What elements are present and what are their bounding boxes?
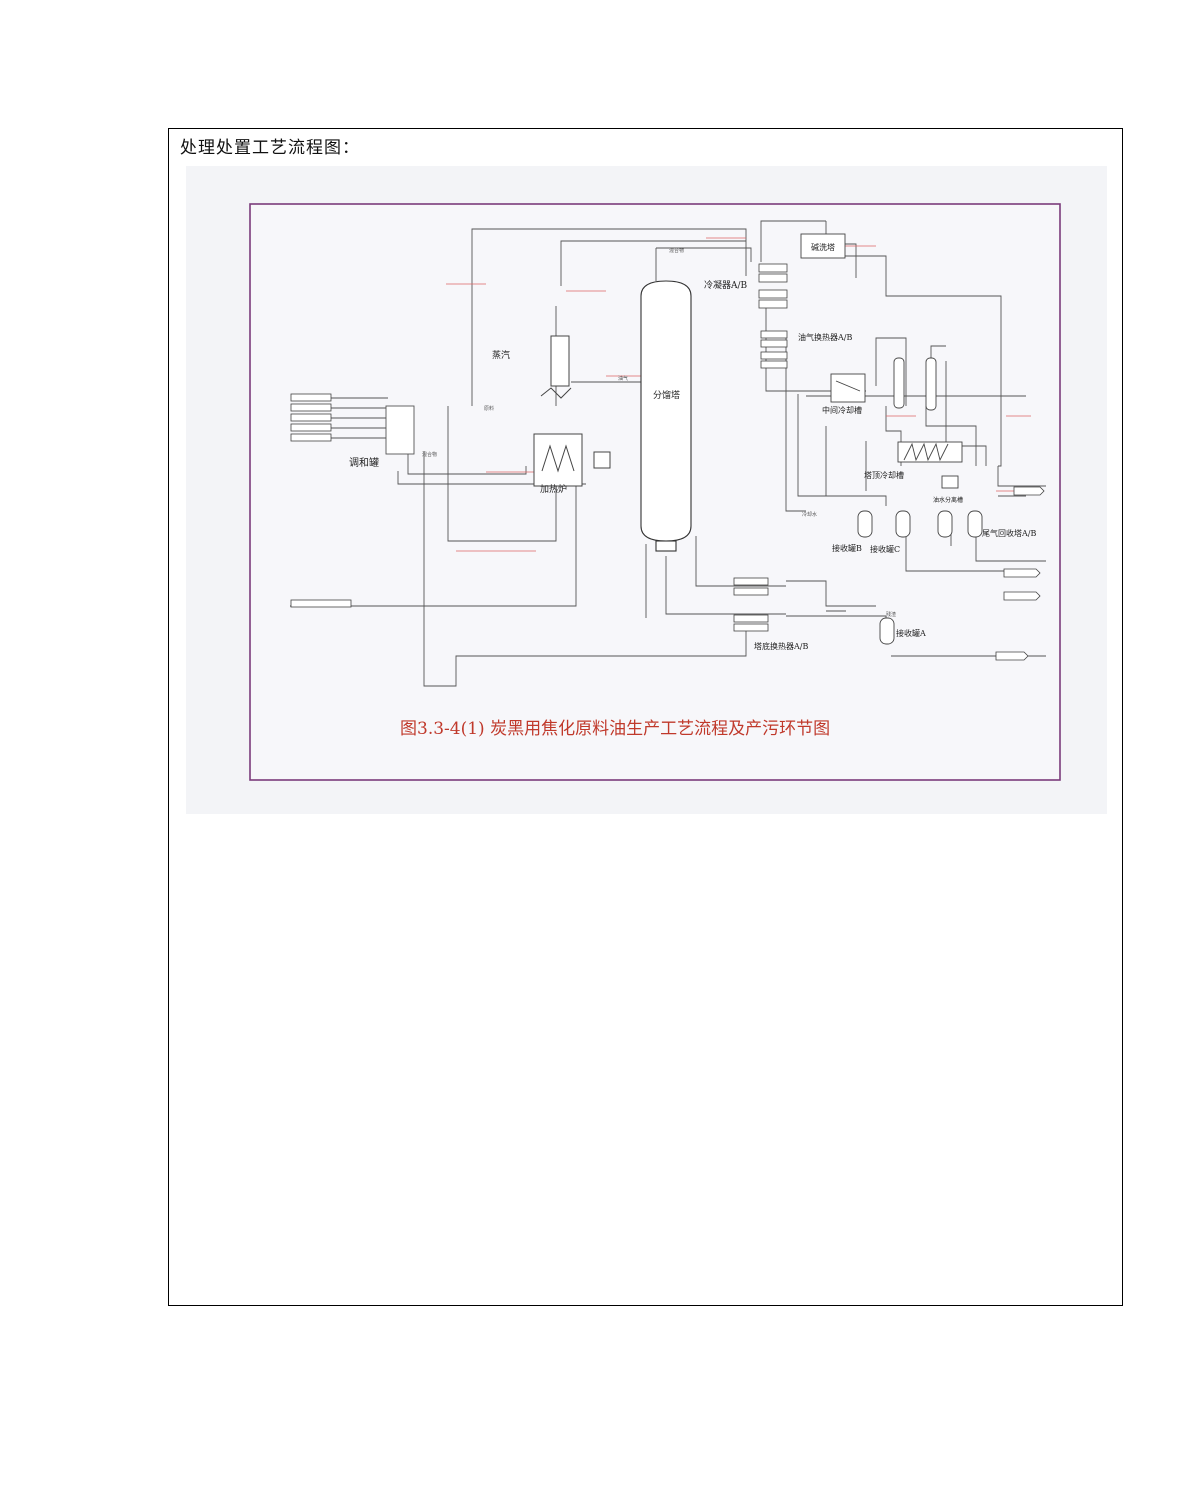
stream-labels: 混合物 混合物 原料 油气 冷却水 残渣 [422, 247, 896, 618]
fractionator-label: 分馏塔 [653, 389, 680, 401]
process-flow-diagram: 混合物 混合物 原料 油气 冷却水 残渣 调和罐 加热炉 分馏塔 蒸汽 冷凝器A… [249, 203, 1061, 781]
small-column-shapes [893, 357, 937, 411]
oil-water-separator-label: 油水分离槽 [933, 496, 963, 504]
alkali-wash-tower-shape [800, 233, 846, 259]
condenser-label: 冷凝器A/B [704, 279, 748, 291]
vessel-shapes [857, 475, 983, 645]
svg-text:冷却水: 冷却水 [802, 511, 817, 518]
blend-tank-label: 调和罐 [349, 456, 379, 469]
svg-text:原料: 原料 [484, 405, 494, 412]
intermediate-cooling-tank-label: 中间冷却槽 [822, 405, 862, 415]
outer-frame [168, 128, 1123, 1306]
intermediate-cooling-tank-shape [830, 373, 866, 403]
overhead-cooling-tank-label: 塔顶冷却槽 [864, 470, 904, 480]
product-outlet-shapes [995, 486, 1045, 661]
fractionator-shape [640, 280, 692, 552]
blend-tank-shape [385, 405, 415, 455]
receiver-a-label: 接收罐A [896, 628, 926, 638]
page-heading: 处理处置工艺流程图： [180, 138, 360, 158]
alkali-wash-tower-label: 碱洗塔 [811, 242, 835, 252]
svg-text:残渣: 残渣 [886, 611, 896, 618]
heating-furnace-label: 加热炉 [540, 483, 567, 495]
heating-furnace-shape [533, 335, 611, 487]
tail-gas-recovery-tower-label: 尾气回收塔A/B [982, 528, 1036, 538]
svg-text:油气: 油气 [618, 375, 628, 382]
receiver-c-label: 接收罐C [870, 544, 900, 554]
svg-text:混合物: 混合物 [669, 247, 684, 254]
heat-exchanger-shapes [733, 263, 788, 632]
svg-text:混合物: 混合物 [422, 451, 437, 458]
overhead-cooling-tank-shape [897, 441, 963, 463]
figure-caption: 图3.3-4(1) 炭黑用焦化原料油生产工艺流程及产污环节图 [400, 719, 830, 739]
steam-label: 蒸汽 [492, 349, 510, 361]
receiver-b-label: 接收罐B [832, 543, 862, 553]
bottom-exchanger-label: 塔底换热器A/B [754, 641, 808, 651]
oil-gas-exchanger-label: 油气换热器A/B [798, 332, 852, 342]
feed-source-boxes [290, 393, 352, 608]
